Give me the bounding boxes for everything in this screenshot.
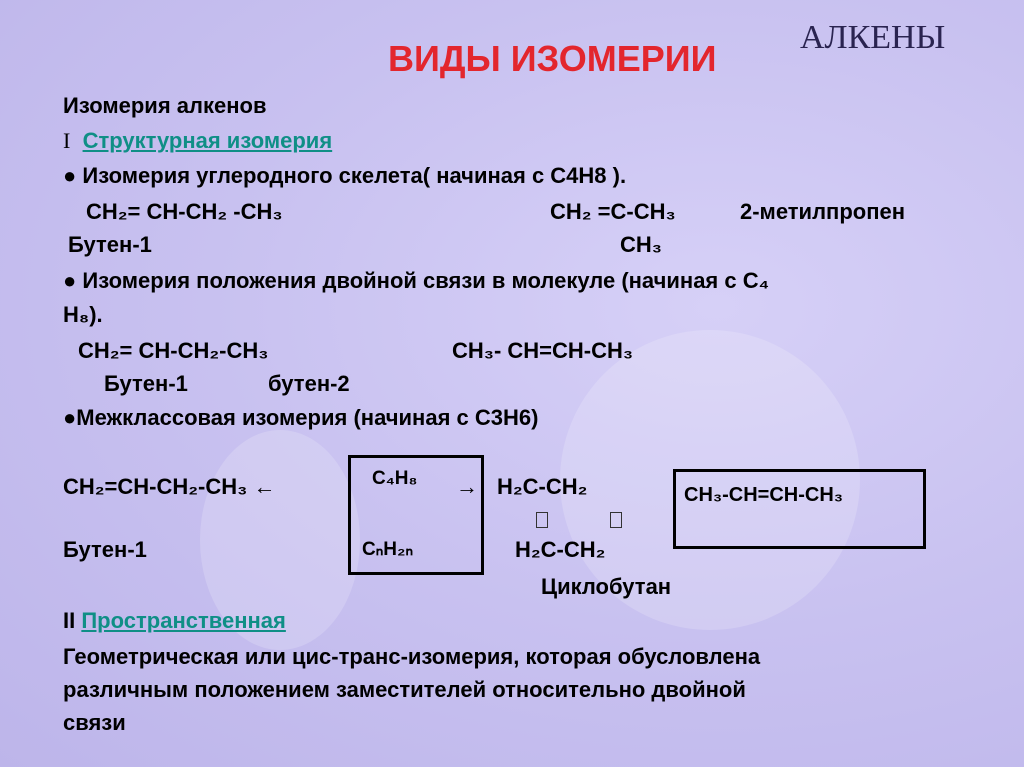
general-formula-box [348, 455, 484, 575]
section1-link[interactable]: Структурная изомерия [82, 128, 333, 153]
bullet-carbon-skeleton: ● Изомерия углеродного скелета( начиная … [63, 163, 627, 188]
section2-heading: II Пространственная [63, 608, 286, 634]
geometric-text-line3: связи [63, 710, 126, 735]
bullet-double-bond-position-cont: Н₈). [63, 302, 103, 327]
section1-numeral: I [63, 128, 71, 153]
butene1-name: Бутен-1 [68, 232, 152, 257]
bond-placeholder-icon [610, 512, 622, 528]
cyclobutane-bottom: H₂C-CH₂ [515, 537, 606, 562]
butene-formula-text: CH₂=CH-CH₂-CH₃ [63, 474, 248, 499]
bullet-interclass: ●Межклассовая изомерия (начиная с С3Н6) [63, 405, 539, 430]
section2-link[interactable]: Пространственная [81, 608, 286, 633]
slide-title: ВИДЫ ИЗОМЕРИИ [388, 38, 717, 79]
bond-placeholder-icon [536, 512, 548, 528]
intro-heading: Изомерия алкенов [63, 93, 267, 118]
position-butene1-name: Бутен-1 [104, 371, 188, 396]
geometric-text-line2: различным положением заместителей относи… [63, 677, 746, 702]
section2-numeral: II [63, 608, 76, 633]
box-formula-cnh2n: CₙH₂ₙ [362, 539, 414, 560]
position-butene2-name: бутен-2 [268, 371, 350, 396]
arrow-left-icon: ← [253, 474, 276, 499]
section1-heading: I Структурная изомерия [63, 128, 332, 154]
topic-label: АЛКЕНЫ [800, 19, 946, 56]
methylpropene-name: 2-метилпропен [740, 199, 906, 224]
position-butene1-formula: CH₂= CH-CH₂-CH₃ [78, 338, 269, 363]
position-butene2-formula: CH₃- CH=CH-CH₃ [452, 338, 634, 363]
butene2-box [673, 469, 926, 549]
butene1-formula: CH₂= CH-CH₂ -CH₃ [86, 199, 283, 224]
cyclobutane-name: Циклобутан [541, 574, 672, 599]
arrow-right-icon: → [456, 474, 478, 499]
cyclobutane-top: H₂C-CH₂ [497, 474, 588, 499]
interclass-butene-name: Бутен-1 [63, 537, 147, 562]
background-flask-decoration [560, 330, 860, 630]
box-formula-c4h8: C₄H₈ [372, 468, 418, 489]
geometric-text-line1: Геометрическая или цис-транс-изомерия, к… [63, 644, 761, 669]
bullet-double-bond-position: ● Изомерия положения двойной связи в мол… [63, 268, 770, 293]
interclass-butene-formula: CH₂=CH-CH₂-CH₃ ← [63, 474, 275, 500]
methylpropene-formula: CH₂ =C-CH₃ [550, 199, 676, 224]
methyl-branch: CH₃ [620, 232, 662, 257]
boxed-butene2-formula: CH₃-CH=CH-CH₃ [684, 484, 844, 506]
background-atom-decoration [200, 430, 360, 650]
